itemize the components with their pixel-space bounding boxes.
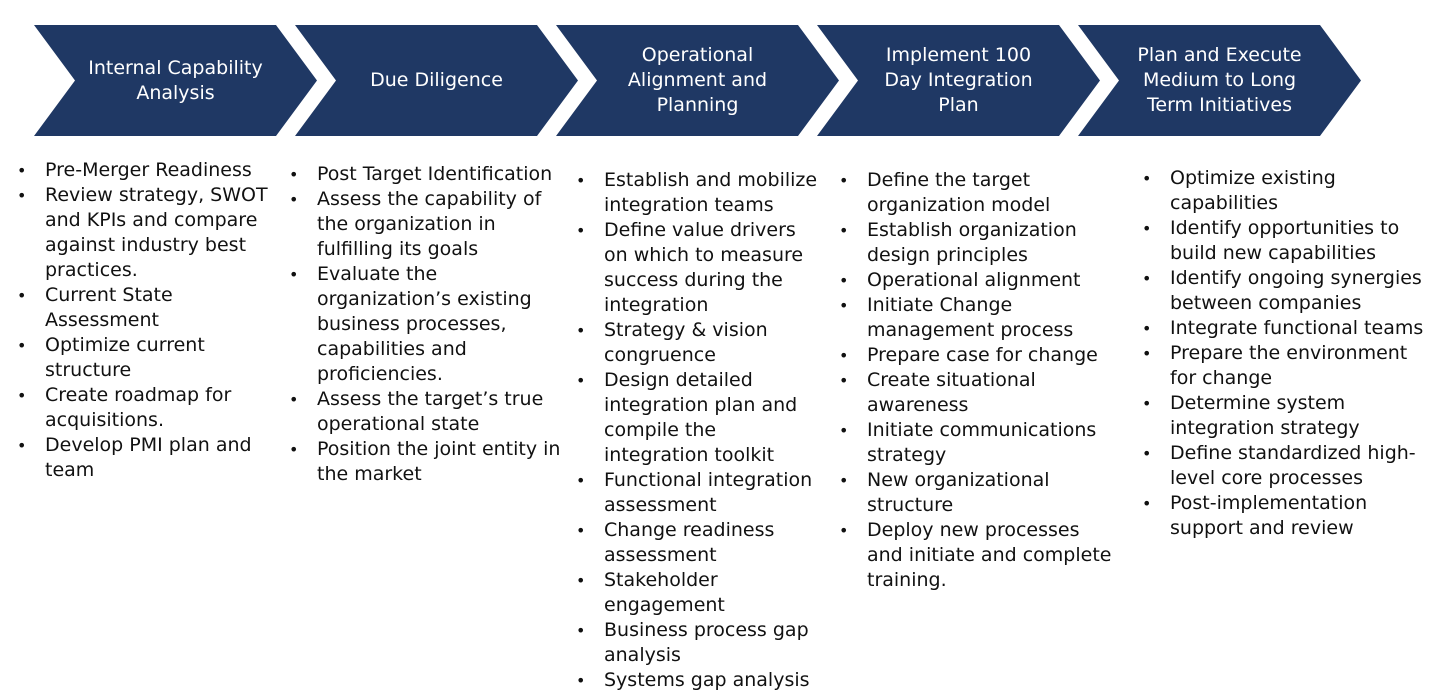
- phase-5-chevron: Plan and Execute Medium to Long Term Ini…: [1078, 25, 1361, 136]
- phase-4-item: Establish organization design principles: [839, 218, 1121, 268]
- phase-2-item: Post Target Identification: [289, 162, 561, 187]
- phase-1-item: Create roadmap for acquisitions.: [17, 383, 279, 433]
- phase-4-activities: Define the target organization model Est…: [839, 168, 1121, 593]
- phase-5-title: Plan and Execute Medium to Long Term Ini…: [1137, 44, 1302, 116]
- phase-1-item: Optimize current structure: [17, 333, 279, 383]
- phase-4-item: Create situational awareness: [839, 368, 1121, 418]
- phase-4-item: Operational alignment: [839, 268, 1121, 293]
- phase-4-title: Implement 100 Day Integration Plan: [884, 44, 1033, 116]
- phase-4-item: Deploy new processes and initiate and co…: [839, 518, 1121, 593]
- phase-3-item: Establish and mobilize integration teams: [576, 168, 824, 218]
- phase-2-item: Position the joint entity in the market: [289, 437, 561, 487]
- phase-5-item: Identify ongoing synergies between compa…: [1142, 266, 1424, 316]
- phase-3-chevron: Operational Alignment and Planning: [556, 25, 839, 136]
- phase-3-item: Define value drivers on which to measure…: [576, 218, 824, 318]
- phase-4-item: Initiate communications strategy: [839, 418, 1121, 468]
- phase-2-item: Assess the capability of the organizatio…: [289, 187, 561, 262]
- phase-4-item: Define the target organization model: [839, 168, 1121, 218]
- phase-5-item: Optimize existing capabilities: [1142, 166, 1424, 216]
- phase-2-item: Evaluate the organization’s existing bus…: [289, 262, 561, 387]
- phase-5-item: Define standardized high-level core proc…: [1142, 441, 1424, 491]
- phase-4-item: Prepare case for change: [839, 343, 1121, 368]
- phase-5-activities: Optimize existing capabilities Identify …: [1142, 166, 1424, 541]
- phase-3-item: Functional integration assessment: [576, 468, 824, 518]
- phase-1-item: Pre-Merger Readiness: [17, 158, 279, 183]
- phase-1-activities: Pre-Merger Readiness Review strategy, SW…: [17, 158, 279, 483]
- phase-3-item: Design detailed integration plan and com…: [576, 368, 824, 468]
- process-chevrons: Internal Capability Analysis Due Diligen…: [0, 0, 1433, 150]
- phase-3-title: Operational Alignment and Planning: [627, 44, 768, 116]
- phase-3-item: Systems gap analysis: [576, 668, 824, 693]
- phase-1-item: Current State Assessment: [17, 283, 279, 333]
- phase-3-item: Stakeholder engagement: [576, 568, 824, 618]
- phase-5-item: Prepare the environment for change: [1142, 341, 1424, 391]
- phase-5-item: Post-implementation support and review: [1142, 491, 1424, 541]
- phase-5-item: Determine system integration strategy: [1142, 391, 1424, 441]
- phase-5-item: Integrate functional teams: [1142, 316, 1424, 341]
- phase-4-item: Initiate Change management process: [839, 293, 1121, 343]
- phase-3-item: Business process gap analysis: [576, 618, 824, 668]
- phase-3-activities: Establish and mobilize integration teams…: [576, 168, 824, 693]
- phase-2-item: Assess the target’s true operational sta…: [289, 387, 561, 437]
- phase-2-title: Due Diligence: [370, 69, 503, 91]
- phase-5-item: Identify opportunities to build new capa…: [1142, 216, 1424, 266]
- phase-1-item: Review strategy, SWOT and KPIs and compa…: [17, 183, 279, 283]
- phase-1-item: Develop PMI plan and team: [17, 433, 279, 483]
- phase-1-title: Internal Capability Analysis: [88, 56, 263, 104]
- phase-3-item: Strategy & vision congruence: [576, 318, 824, 368]
- phase-4-item: New organizational structure: [839, 468, 1121, 518]
- phase-4-chevron: Implement 100 Day Integration Plan: [817, 25, 1100, 136]
- phase-2-chevron: Due Diligence: [295, 25, 578, 136]
- phase-3-item: Change readiness assessment: [576, 518, 824, 568]
- phase-2-activities: Post Target Identification Assess the ca…: [289, 162, 561, 487]
- phase-1-chevron: Internal Capability Analysis: [34, 25, 317, 136]
